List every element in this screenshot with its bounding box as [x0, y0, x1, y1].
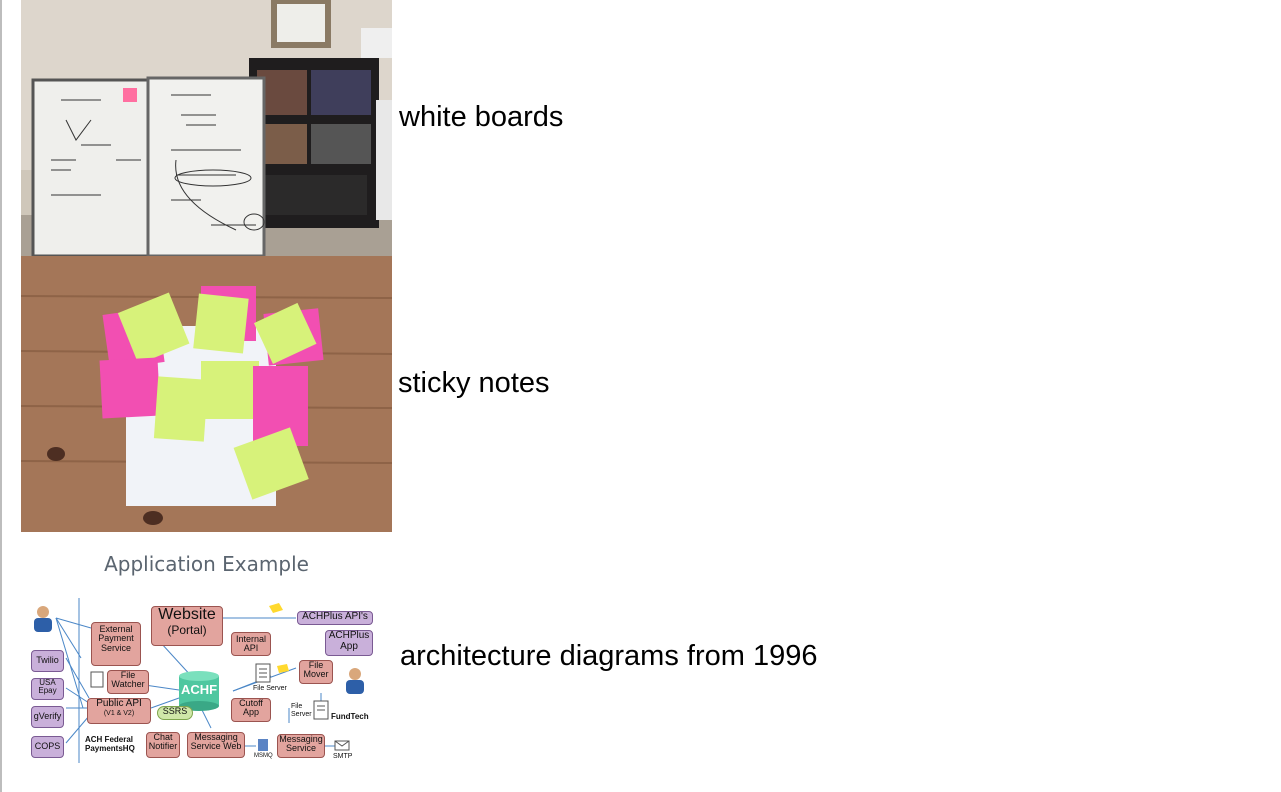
- document-icon: [255, 663, 271, 683]
- achplus-apis-label: ACHPlus API's: [302, 611, 368, 622]
- architecture-diagram: Website (Portal) External Payment Servic…: [21, 598, 392, 768]
- achplus-app-label: ACHPlus App: [328, 630, 370, 652]
- cops-label: COPS: [34, 741, 61, 751]
- whiteboards-photo: [21, 0, 392, 256]
- user-icon: [34, 606, 52, 632]
- file-server-label: File Server: [253, 685, 287, 692]
- website-label: Website: [158, 606, 216, 623]
- achf-label: ACHF: [180, 682, 218, 697]
- queue-icon: [258, 739, 268, 751]
- fundtech-label: FundTech: [331, 712, 369, 721]
- gverify-node: gVerify: [31, 706, 64, 728]
- file-watcher-node: File Watcher: [107, 670, 149, 694]
- caption-whiteboards: white boards: [399, 101, 564, 133]
- ach-federal-label: ACH Federal: [85, 735, 134, 744]
- cutoff-app-node: Cutoff App: [231, 698, 271, 722]
- document-icon: [313, 700, 329, 720]
- internal-api-node: Internal API: [231, 632, 271, 656]
- messaging-service-node: Messaging Service: [277, 734, 325, 758]
- messaging-service-web-label: Messaging Service Web: [190, 732, 242, 752]
- diagram-title: Application Example: [104, 552, 309, 576]
- smtp-label: SMTP: [333, 753, 353, 760]
- messaging-service-label: Messaging Service: [279, 734, 323, 754]
- caption-sticky-notes: sticky notes: [398, 367, 550, 399]
- cutoff-app-label: Cutoff App: [239, 698, 263, 718]
- file-mover-node: File Mover: [299, 660, 333, 684]
- chat-notifier-label: Chat Notifier: [148, 732, 178, 752]
- gverify-label: gVerify: [33, 711, 62, 721]
- external-payment-label: External Payment Service: [98, 624, 134, 653]
- website-node: Website (Portal): [151, 606, 223, 646]
- left-border: [0, 0, 2, 792]
- ssrs-node: SSRS: [157, 706, 193, 720]
- twilio-node: Twilio: [31, 650, 64, 672]
- sticky-notes-photo: [21, 256, 392, 532]
- public-api-node: Public API (V1 & V2): [87, 698, 151, 724]
- portal-label: (Portal): [167, 622, 207, 637]
- user-icon: [346, 668, 364, 694]
- messaging-service-web-node: Messaging Service Web: [187, 732, 245, 758]
- external-payment-node: External Payment Service: [91, 622, 141, 666]
- cops-node: COPS: [31, 736, 64, 758]
- document-icon: [90, 671, 104, 688]
- internal-api-label: Internal API: [235, 634, 267, 654]
- achplus-app-node: ACHPlus App: [325, 630, 373, 656]
- public-api-label: Public API: [96, 698, 142, 709]
- usa-epay-label: USA Epay: [38, 678, 57, 696]
- database-icon: [179, 671, 219, 711]
- msmq-label: MSMQ: [254, 753, 273, 759]
- achplus-apis-node: ACHPlus API's: [297, 611, 373, 625]
- chat-notifier-node: Chat Notifier: [146, 732, 180, 758]
- file-mover-label: File Mover: [303, 660, 329, 680]
- file-server-2-label: File Server: [291, 703, 312, 718]
- twilio-label: Twilio: [36, 655, 59, 665]
- ssrs-label: SSRS: [162, 706, 188, 716]
- paymentshq-label: PaymentsHQ: [85, 744, 135, 753]
- new-badge-icon: [269, 603, 289, 673]
- usa-epay-node: USA Epay: [31, 678, 64, 700]
- file-watcher-label: File Watcher: [111, 670, 145, 690]
- public-api-version: (V1 & V2): [103, 709, 135, 717]
- caption-architecture: architecture diagrams from 1996: [400, 640, 818, 672]
- mail-icon: [334, 740, 350, 751]
